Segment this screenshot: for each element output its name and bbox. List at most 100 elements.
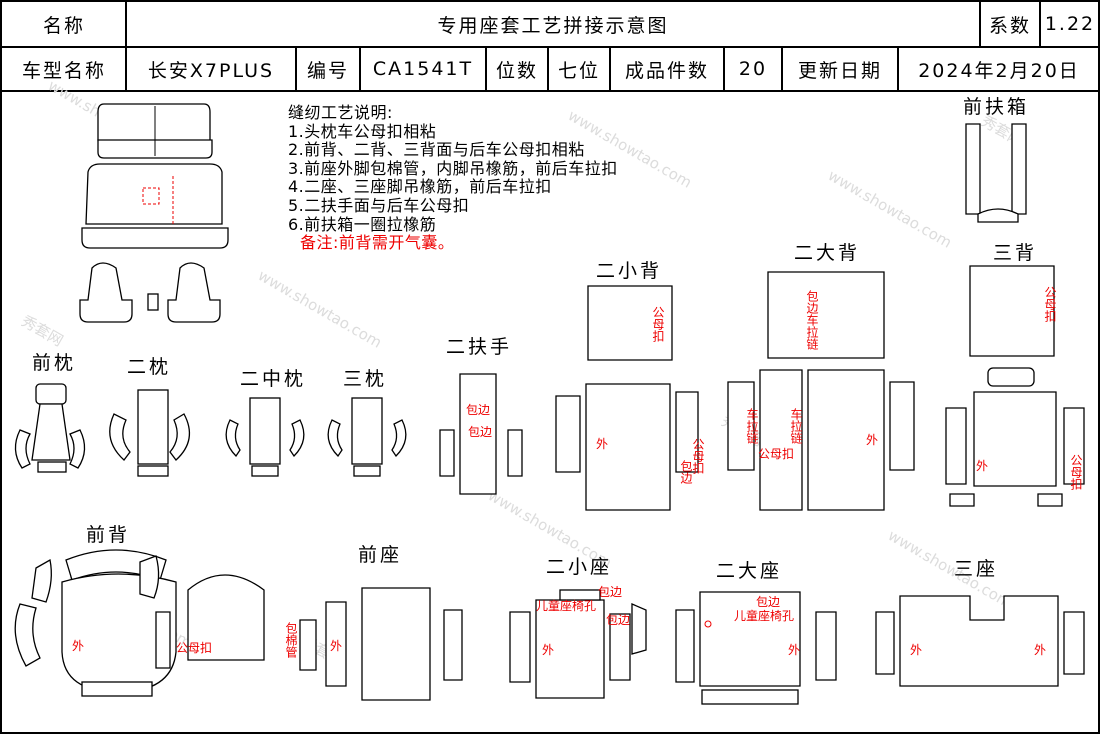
pattern-piece [187, 574, 265, 661]
pattern-piece [249, 397, 281, 465]
seats-label: 位数 [495, 59, 538, 82]
pattern-piece [899, 595, 1059, 687]
pattern-piece [439, 429, 455, 477]
code-label: 编号 [306, 59, 349, 82]
pattern-piece [767, 271, 885, 359]
pattern-piece [14, 429, 31, 469]
header-divider [897, 48, 899, 92]
pattern-piece [701, 689, 799, 705]
coef-label: 系数 [988, 14, 1031, 37]
label-front-back: 前背 [86, 524, 131, 546]
note-outer: 外 [1034, 643, 1046, 657]
label-front-box: 前扶箱 [963, 96, 1030, 118]
overview-front-right-seat [167, 262, 221, 323]
header-divider [1039, 2, 1041, 48]
pattern-piece [31, 403, 71, 461]
pieces-label: 成品件数 [624, 59, 709, 82]
note-edge: 包边 [606, 613, 630, 627]
hole-mark [704, 620, 712, 628]
pattern-piece [945, 407, 967, 485]
note-edge-zipper: 包边车拉链 [805, 290, 819, 350]
label-front-seat: 前座 [358, 544, 403, 566]
pattern-piece [61, 573, 177, 693]
coef-value: 1.22 [1044, 13, 1096, 35]
third-back-pieces: 公母扣 外 公母扣 [945, 265, 1085, 507]
pattern-piece [14, 603, 41, 667]
pattern-piece [507, 429, 523, 477]
pattern-piece [759, 369, 803, 511]
pattern-piece [1063, 611, 1085, 675]
header-divider [2, 90, 1100, 92]
pattern-piece [251, 465, 279, 477]
label-second-headrest: 二枕 [127, 356, 172, 378]
pattern-piece [815, 611, 837, 681]
pattern-piece [391, 419, 407, 458]
third-seat-pieces: 外 外 [875, 595, 1085, 687]
note-cotton-tube: 包棉管 [284, 622, 298, 659]
label-second-armrest: 二扶手 [446, 336, 513, 358]
header-divider [723, 48, 725, 92]
pattern-piece [81, 681, 153, 697]
pattern-piece [35, 383, 67, 405]
pattern-piece [327, 419, 343, 458]
second-small-back-pieces: 公母扣 外 公母扣 包边 [555, 285, 705, 511]
pattern-piece [69, 429, 86, 469]
note-outer: 外 [330, 639, 342, 653]
pattern-piece [361, 587, 431, 701]
second-armrest-pieces: 包边 包边 [439, 373, 523, 495]
model-label: 车型名称 [21, 59, 106, 82]
note-snap: 公母扣 [758, 447, 794, 461]
second-small-seat-pieces: 儿童座椅孔 包边 包边 外 [509, 585, 647, 699]
pattern-piece [109, 413, 131, 461]
overview-console [147, 293, 159, 311]
note-outer: 外 [788, 643, 800, 657]
pattern-piece [353, 465, 381, 477]
pattern-piece [973, 391, 1057, 487]
sewing-notes: 缝纫工艺说明: 1.头枕车公母扣相粘 2.前背、二背、三背面与后车公母扣相粘 3… [288, 103, 618, 253]
pattern-piece [987, 367, 1035, 387]
label-front-headrest: 前枕 [32, 352, 77, 374]
header-divider [359, 48, 361, 92]
label-third-headrest: 三枕 [343, 368, 388, 390]
note-edge: 包边 [598, 585, 622, 599]
pattern-piece [875, 611, 895, 675]
note-line: 3.前座外脚包棉管，内脚吊橡筋，前后车拉扣 [288, 158, 618, 178]
pattern-piece [509, 611, 531, 683]
header-divider [2, 46, 1100, 48]
pattern-piece [631, 603, 647, 655]
note-outer: 外 [542, 643, 554, 657]
pattern-piece [1063, 407, 1085, 485]
front-back-pieces: 外 公母扣 [14, 549, 265, 697]
pattern-piece [1037, 493, 1063, 507]
pattern-piece [889, 381, 915, 471]
label-second-small-back: 二小背 [596, 260, 663, 282]
label-second-mid-headrest: 二中枕 [240, 368, 307, 390]
header-divider [547, 48, 549, 92]
pattern-piece [587, 285, 673, 361]
seat-overview [79, 103, 229, 323]
note-outer: 外 [72, 639, 84, 653]
front-box-pieces [965, 123, 1027, 223]
note-edge: 包边 [679, 460, 693, 485]
second-big-back-pieces: 包边车拉链 车拉链 车拉链 公母扣 外 [727, 271, 915, 511]
note-edge: 包边 [756, 595, 780, 609]
pattern-piece [289, 419, 305, 458]
pattern-piece [727, 381, 755, 471]
document-title: 专用座套工艺拼接示意图 [437, 14, 669, 37]
pattern-piece [699, 591, 801, 687]
note-child-seat-hole: 儿童座椅孔 [536, 598, 596, 613]
note-snap: 公母扣 [1069, 454, 1083, 491]
header-divider [125, 2, 127, 92]
note-snap: 公母扣 [1043, 286, 1057, 323]
overview-front-left-seat [79, 262, 133, 323]
header-divider [485, 48, 487, 92]
note-snap: 公母扣 [691, 438, 705, 475]
pattern-piece [37, 461, 67, 473]
pattern-piece [559, 589, 601, 601]
label-second-big-back: 二大背 [794, 242, 861, 264]
headrest-pieces [14, 383, 407, 477]
header-divider [609, 48, 611, 92]
date-value: 2024年2月20日 [918, 59, 1080, 82]
note-edge: 包边 [466, 403, 490, 417]
pattern-piece [675, 609, 695, 683]
